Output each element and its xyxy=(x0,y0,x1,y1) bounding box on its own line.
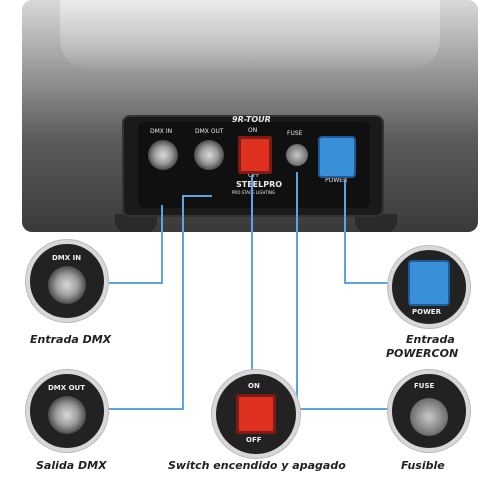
panel-off-label: OFF xyxy=(248,172,260,179)
callout-powercon-caption-line1: Entrada xyxy=(406,333,455,346)
panel-brand-sub-label: PRO STAGE LIGHTING xyxy=(232,190,276,195)
callout-dmx-out-label: DMX OUT xyxy=(48,384,86,392)
connector-line-powercon-horiz xyxy=(344,282,392,284)
connector-line-dmx-out-horiz xyxy=(100,408,184,410)
device-top-housing xyxy=(60,0,440,70)
callout-powercon-connector xyxy=(408,260,450,306)
callout-dmx-out-caption: Salida DMX xyxy=(36,459,107,472)
panel-dmx-out-label: DMX OUT xyxy=(195,128,224,135)
callout-powercon-label: POWER xyxy=(412,308,441,316)
panel-dmx-in-connector xyxy=(148,140,178,170)
callout-dmx-in-connector xyxy=(48,266,86,304)
panel-on-label: ON xyxy=(248,127,258,134)
device-foot-right xyxy=(355,214,397,232)
panel-dmx-in-label: DMX IN xyxy=(150,128,173,135)
callout-fuse-label: FUSE xyxy=(414,382,435,390)
callout-switch-caption: Switch encendido y apagado xyxy=(168,459,346,472)
connector-line-dmx-out-vert xyxy=(182,195,184,410)
callout-fuse-holder xyxy=(410,398,448,436)
panel-power-label: POWER xyxy=(325,177,348,184)
panel-dmx-out-connector xyxy=(194,140,224,170)
connector-line-fuse-vert xyxy=(296,172,298,410)
callout-fuse-circle: FUSE xyxy=(388,370,470,452)
callout-switch-off-label: OFF xyxy=(246,436,262,444)
connector-line-fuse-horiz xyxy=(296,408,388,410)
panel-powercon-input xyxy=(318,136,356,178)
callout-powercon-circle: POWER xyxy=(388,246,470,328)
device-foot-left xyxy=(115,214,157,232)
panel-power-switch xyxy=(238,136,272,174)
connector-line-switch xyxy=(251,175,253,375)
panel-fuse-holder xyxy=(286,144,308,166)
callout-dmx-out-circle: DMX OUT xyxy=(26,370,108,452)
connector-line-dmx-out-top xyxy=(182,195,212,197)
panel-brand-label: STEELPRO xyxy=(236,180,283,189)
connector-line-powercon-vert xyxy=(344,180,346,284)
connector-line-dmx-in-vert xyxy=(161,205,163,283)
callout-switch-rocker xyxy=(236,394,276,434)
callout-dmx-in-caption: Entrada DMX xyxy=(30,333,112,346)
panel-fuse-label: FUSE xyxy=(287,130,303,137)
callout-switch-on-label: ON xyxy=(248,382,260,390)
connector-line-dmx-in-horiz xyxy=(98,282,163,284)
callout-fuse-caption: Fusible xyxy=(401,459,445,472)
callout-dmx-in-circle: DMX IN xyxy=(26,240,108,322)
panel-model-label: 9R-TOUR xyxy=(232,115,271,124)
callout-dmx-out-connector xyxy=(48,396,86,434)
callout-dmx-in-label: DMX IN xyxy=(52,254,82,262)
callout-powercon-caption-line2: POWERCON xyxy=(386,347,459,360)
callout-switch-circle: ON OFF xyxy=(212,370,300,458)
